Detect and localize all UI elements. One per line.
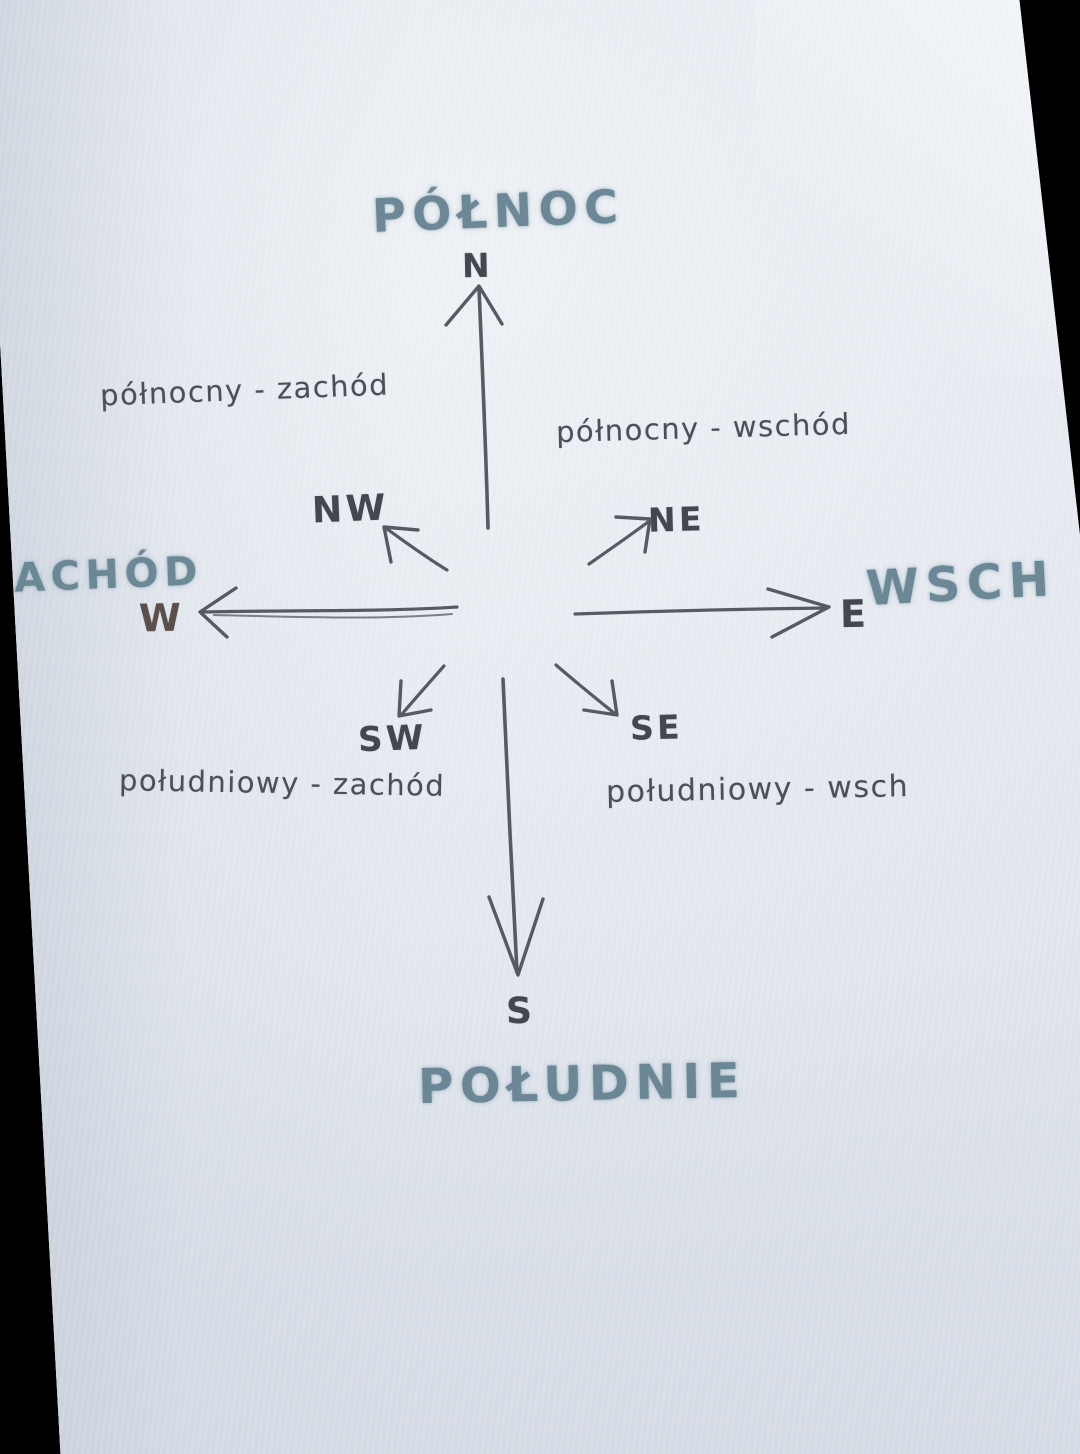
label-south-full: POŁUDNIE <box>417 1052 748 1116</box>
label-southwest-abbr: SW <box>357 717 428 761</box>
label-north-full: PÓŁNOC <box>371 179 626 243</box>
label-north-abbr: N <box>461 245 494 286</box>
label-south-abbr: S <box>505 990 536 1033</box>
label-southeast-abbr: SE <box>629 707 684 748</box>
paper-highlight-topright <box>756 0 1080 379</box>
label-east-abbr: E <box>839 591 871 637</box>
paper-shadow-bottom <box>0 959 1080 1454</box>
label-southeast-description: południowy - wsch <box>605 769 910 810</box>
label-northeast-abbr: NE <box>647 499 706 540</box>
label-southwest-description: południowy - zachód <box>118 763 446 803</box>
label-west-full: ACHÓD <box>13 548 204 602</box>
label-east-full: WSCH <box>864 551 1058 617</box>
label-northwest-abbr: NW <box>311 487 390 532</box>
label-west-abbr: W <box>138 595 186 641</box>
paper-shadow-left <box>0 0 411 1454</box>
